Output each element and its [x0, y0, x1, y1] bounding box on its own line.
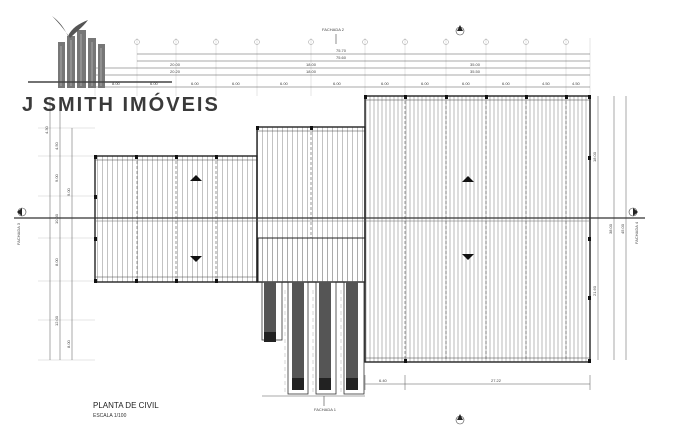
- loading-docks: [257, 237, 366, 395]
- grid-bubbles-top: [134, 39, 569, 45]
- view-marker-top: FACHADA 2: [322, 27, 345, 44]
- drawing-scale: ESCALA 1/100: [93, 413, 127, 419]
- logo-building-icon: [28, 16, 172, 88]
- svg-text:9.00: 9.00: [66, 187, 71, 196]
- svg-text:4.30: 4.30: [44, 125, 49, 134]
- dim-seg-b2: 18.00: [306, 69, 317, 74]
- section-marker-right: FACHADA 4: [628, 207, 639, 244]
- bay-dividers: [136, 96, 567, 362]
- bay-dim: 4.50: [542, 81, 551, 86]
- svg-text:10.00: 10.00: [54, 213, 59, 224]
- bay-dimension-labels: 8.00 6.00 6.00 6.00 6.00 6.00 6.00 6.00 …: [112, 81, 581, 86]
- bay-dim: 4.50: [572, 81, 581, 86]
- svg-text:8.00: 8.00: [54, 257, 59, 266]
- dimension-lines-bottom: [262, 375, 591, 397]
- bay-dim: 6.00: [502, 81, 511, 86]
- slope-arrows: [190, 175, 474, 262]
- dimension-lines-top: [95, 53, 590, 88]
- dim-seg-c1: 35.00: [470, 62, 481, 67]
- view-marker-bottom: FACHADA 1: [314, 396, 337, 412]
- bottom-dim-1: 6.40: [379, 378, 388, 383]
- svg-text:FACHADA 4: FACHADA 4: [634, 221, 639, 244]
- bay-dim: 6.00: [232, 81, 241, 86]
- logo-text: J SMITH IMÓVEIS: [22, 94, 220, 116]
- svg-text:8.00: 8.00: [66, 339, 71, 348]
- svg-text:FACHADA 2: FACHADA 2: [322, 27, 345, 32]
- svg-text:45.00: 45.00: [620, 223, 625, 234]
- bay-dim: 8.00: [112, 81, 121, 86]
- right-dim-labels: 18.00 38.00 45.00 21.60: [592, 151, 625, 296]
- bay-dim: 6.00: [191, 81, 200, 86]
- dimension-lines-right: [597, 96, 627, 360]
- building-right-wing: [364, 95, 591, 363]
- dock-guide-lines: [284, 290, 342, 395]
- svg-text:18.00: 18.00: [592, 151, 597, 162]
- dim-seg-b1: 18.00: [306, 62, 317, 67]
- left-dim-labels: 4.30 4.50 9.00 10.00 9.00 8.00 12.00 8.0…: [44, 125, 71, 348]
- ridge-line: [14, 217, 645, 222]
- dim-seg-c2: 35.50: [470, 69, 481, 74]
- dimension-lines-left: [49, 98, 73, 360]
- dim-seg-a1: 20.00: [170, 62, 181, 67]
- trucks: [264, 282, 358, 390]
- dim-overall-2: 75.60: [336, 55, 347, 60]
- section-marker-left: FACHADA 3: [16, 207, 27, 245]
- svg-text:12.00: 12.00: [54, 315, 59, 326]
- svg-text:4.50: 4.50: [54, 141, 59, 150]
- bay-dim: 6.00: [462, 81, 471, 86]
- svg-text:21.60: 21.60: [592, 285, 597, 296]
- bay-dim: 6.00: [381, 81, 390, 86]
- svg-text:38.00: 38.00: [608, 223, 613, 234]
- bottom-dim-2: 27.22: [491, 378, 502, 383]
- logo: J SMITH IMÓVEIS: [12, 10, 218, 116]
- svg-text:FACHADA 1: FACHADA 1: [314, 407, 337, 412]
- grid-axes-top: [94, 38, 591, 96]
- bay-dim: 6.00: [333, 81, 342, 86]
- bay-dim: 6.00: [421, 81, 430, 86]
- svg-text:9.00: 9.00: [54, 173, 59, 182]
- svg-text:FACHADA 3: FACHADA 3: [16, 222, 21, 245]
- structural-columns: [94, 95, 591, 363]
- dim-overall-1: 75.70: [336, 48, 347, 53]
- bay-dim: 6.00: [150, 81, 159, 86]
- drawing-title: PLANTA DE CIVIL: [93, 401, 159, 410]
- dim-seg-a2: 20.20: [170, 69, 181, 74]
- logo-eagle-icon: [52, 16, 88, 38]
- grid-axes-left: [38, 127, 95, 361]
- north-arrow-top: [455, 25, 465, 36]
- north-arrow-bottom: [455, 414, 465, 425]
- bay-dim: 6.00: [280, 81, 289, 86]
